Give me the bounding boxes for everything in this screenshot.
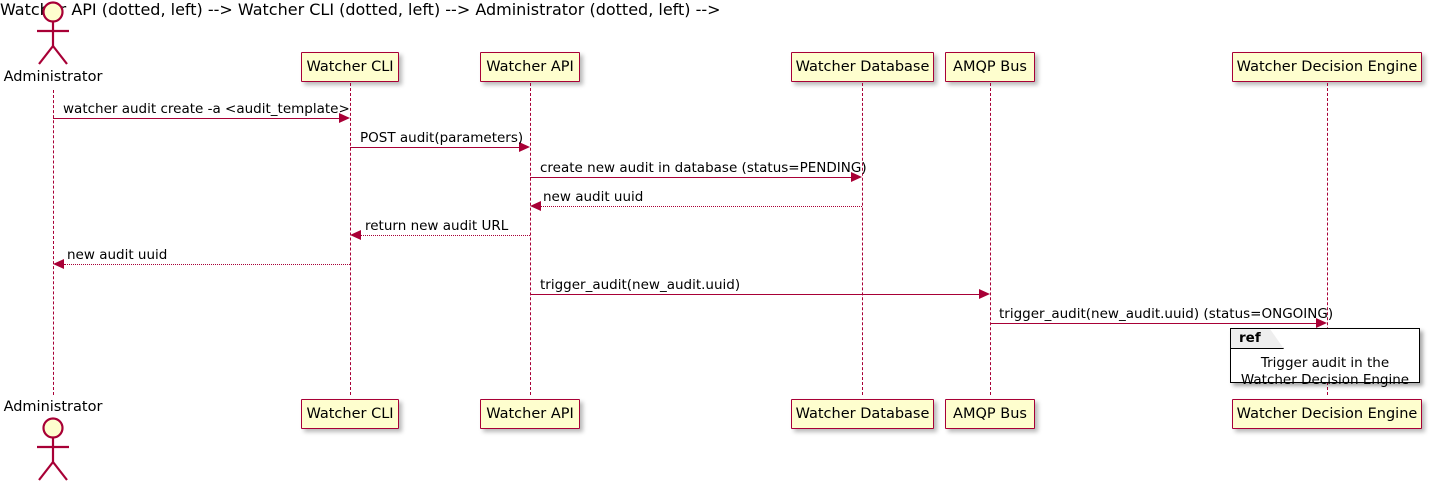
lifeline-watcher-api: [530, 83, 531, 395]
arrowhead-new-audit-uuid-cli: [53, 259, 64, 269]
ref-fragment-folded-corner-icon: [1269, 329, 1284, 349]
message-label-trigger-audit-ongoing: trigger_audit(new_audit.uuid) (status=ON…: [999, 306, 1334, 322]
actor-label-administrator-bottom: Administrator: [3, 399, 103, 415]
lifeline-amqp-bus: [990, 83, 991, 395]
lifeline-administrator: [53, 90, 54, 395]
participant-watcher-api-bottom[interactable]: Watcher API: [480, 399, 580, 429]
arrowhead-watcher-audit-create: [339, 113, 350, 123]
arrowhead-post-audit: [519, 142, 530, 152]
participant-amqp-bus-bottom[interactable]: AMQP Bus: [945, 399, 1035, 429]
participant-watcher-decision-engine-top[interactable]: Watcher Decision Engine: [1232, 52, 1422, 82]
message-label-post-audit: POST audit(parameters): [360, 130, 524, 146]
arrowhead-trigger-audit: [979, 289, 990, 299]
message-line-watcher-audit-create: [53, 118, 339, 119]
ref-fragment: ref Trigger audit in the Watcher Decisio…: [1230, 328, 1420, 388]
participant-watcher-decision-engine-bottom[interactable]: Watcher Decision Engine: [1232, 399, 1422, 429]
message-line-create-new-audit: [530, 177, 851, 178]
ref-fragment-tab: ref: [1231, 329, 1284, 349]
arrowhead-trigger-audit-ongoing: [1316, 318, 1327, 328]
participant-watcher-database-top[interactable]: Watcher Database: [791, 52, 934, 82]
message-label-new-audit-uuid-db: new audit uuid: [543, 189, 644, 205]
message-line-new-audit-uuid-db: [541, 206, 862, 207]
participant-amqp-bus-top[interactable]: AMQP Bus: [945, 52, 1035, 82]
ref-fragment-tab-label: ref: [1239, 329, 1261, 346]
ref-fragment-line-2: Watcher Decision Engine: [1240, 372, 1410, 388]
arrowhead-create-new-audit: [851, 172, 862, 182]
arrowhead-return-new-audit-url: [350, 230, 361, 240]
actor-icon-administrator-top: [37, 1, 69, 65]
message-label-return-new-audit-url: return new audit URL: [365, 218, 509, 234]
message-label-trigger-audit: trigger_audit(new_audit.uuid): [540, 277, 741, 293]
message-line-return-new-audit-url: [361, 235, 530, 236]
ref-fragment-line-1: Trigger audit in the: [1260, 355, 1390, 371]
message-label-new-audit-uuid-cli: new audit uuid: [67, 247, 168, 263]
participant-watcher-database-bottom[interactable]: Watcher Database: [791, 399, 934, 429]
message-label-watcher-audit-create: watcher audit create -a <audit_template>: [63, 101, 350, 117]
actor-label-administrator-top: Administrator: [3, 69, 103, 85]
lifeline-watcher-database: [862, 83, 863, 395]
message-line-trigger-audit: [530, 294, 979, 295]
message-line-post-audit: [350, 147, 519, 148]
message-line-trigger-audit-ongoing: [990, 323, 1316, 324]
message-line-new-audit-uuid-cli: [64, 264, 350, 265]
ref-fragment-body: Trigger audit in the Watcher Decision En…: [1231, 351, 1419, 389]
message-label-create-new-audit: create new audit in database (status=PEN…: [540, 160, 867, 176]
participant-watcher-api-top[interactable]: Watcher API: [480, 52, 580, 82]
participant-watcher-cli-top[interactable]: Watcher CLI: [301, 52, 399, 82]
actor-icon-administrator-bottom: [37, 417, 69, 481]
lifeline-watcher-decision-engine: [1327, 83, 1328, 395]
participant-watcher-cli-bottom[interactable]: Watcher CLI: [301, 399, 399, 429]
arrowhead-new-audit-uuid-db: [530, 201, 541, 211]
